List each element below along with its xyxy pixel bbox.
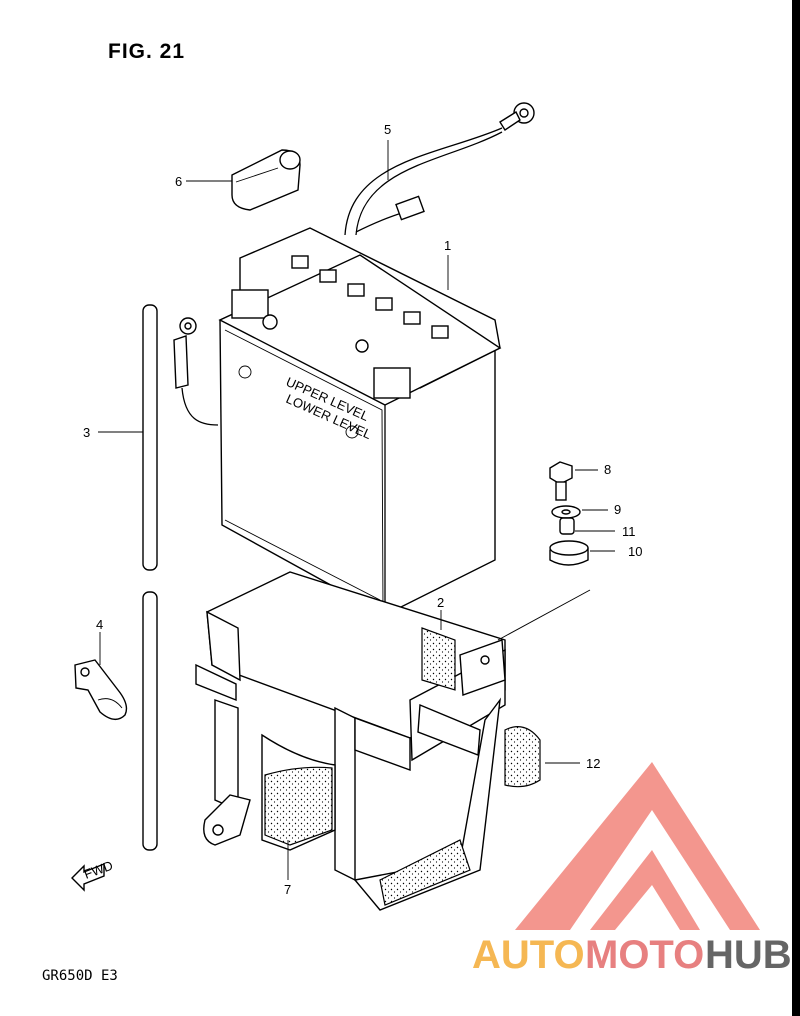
battery-vent-caps (291, 255, 449, 339)
callout-10: 10 (628, 544, 642, 559)
page-border (792, 0, 800, 1016)
callout-2: 2 (437, 595, 444, 610)
watermark-auto: AUTO (472, 933, 585, 977)
washer-part-9 (551, 505, 581, 519)
callout-4: 4 (96, 617, 103, 632)
terminal-cap-part-6 (231, 149, 301, 211)
model-code: GR650D E3 (42, 968, 118, 984)
battery-case-part-2 (195, 571, 506, 911)
battery-cable-part-5 (344, 102, 535, 236)
callout-6: 6 (175, 174, 182, 189)
callout-12: 12 (586, 756, 600, 771)
automotohub-watermark-logo: AUTO MOTO HUB (472, 762, 792, 977)
leader-lines (98, 140, 615, 880)
battery-part-1: UPPER LEVEL LOWER LEVEL (218, 227, 502, 616)
negative-lead (173, 317, 219, 426)
callout-5: 5 (384, 122, 391, 137)
callout-8: 8 (604, 462, 611, 477)
callout-9: 9 (614, 502, 621, 517)
callout-7: 7 (284, 882, 291, 897)
figure-title: FIG. 21 (108, 40, 186, 63)
bolt-part-8 (549, 461, 573, 501)
watermark-hub: HUB (705, 933, 792, 977)
callout-3: 3 (83, 425, 90, 440)
breather-tube-part-3 (142, 304, 158, 851)
callout-numbers: 1 2 3 4 5 6 7 8 9 10 11 12 (83, 122, 642, 897)
clamp-part-4 (74, 659, 128, 720)
fwd-arrow-icon: FWD (71, 858, 115, 892)
callout-11: 11 (622, 524, 636, 539)
foam-pad-part-12 (504, 726, 541, 788)
watermark-moto: MOTO (585, 933, 704, 977)
cushion-part-10 (549, 540, 589, 566)
watermark-triangle-icon (515, 762, 760, 930)
callout-1: 1 (444, 238, 451, 253)
collar-part-11 (559, 517, 575, 535)
